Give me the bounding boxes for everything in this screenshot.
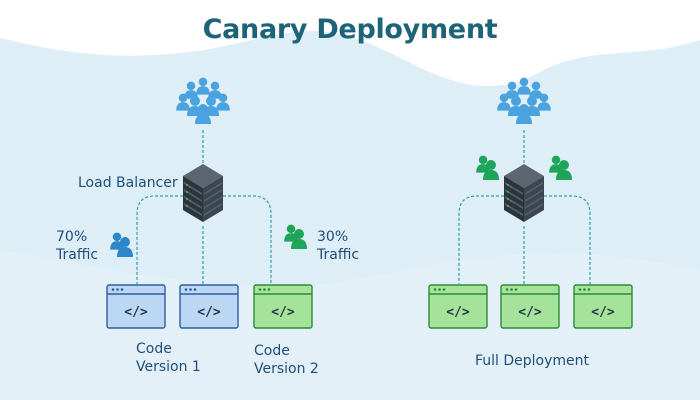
version2-line2: Version 2 — [254, 361, 319, 377]
code-window-version1-b: </> — [179, 284, 239, 329]
full-users-crowd-icon — [497, 78, 551, 124]
full-users-pair-left-icon — [476, 156, 499, 180]
code-glyph: </> — [446, 305, 470, 320]
load-balancer-label: Load Balancer — [78, 175, 178, 191]
version1-label: Code Version 1 — [136, 340, 201, 376]
traffic-left-percent: 70% — [56, 229, 88, 245]
code-glyph: </> — [518, 305, 542, 320]
version2-label: Code Version 2 — [254, 342, 319, 378]
full-code-window-1: </> — [428, 284, 488, 329]
code-glyph: </> — [271, 305, 295, 320]
users-pair-green-icon — [284, 225, 307, 249]
code-glyph: </> — [124, 305, 148, 320]
version1-line1: Code — [136, 341, 172, 357]
traffic-left-word: Traffic — [56, 247, 99, 263]
full-connectors — [458, 130, 591, 284]
users-pair-blue-icon — [110, 233, 133, 257]
traffic-right-word: Traffic — [317, 247, 360, 263]
full-code-window-3: </> — [573, 284, 633, 329]
code-window-version2: </> — [253, 284, 313, 329]
full-deployment-label: Full Deployment — [475, 353, 590, 369]
canary-connectors — [136, 130, 272, 284]
full-users-pair-right-icon — [549, 156, 572, 180]
traffic-right-label: 30% Traffic — [317, 228, 359, 264]
full-code-window-2: </> — [500, 284, 560, 329]
page-title: Canary Deployment — [202, 14, 498, 45]
users-crowd-icon — [176, 78, 230, 124]
code-glyph: </> — [591, 305, 615, 320]
version2-line1: Code — [254, 343, 290, 359]
code-window-version1-a: </> — [106, 284, 166, 329]
full-server-icon — [504, 164, 544, 222]
load-balancer-server-icon — [183, 164, 223, 222]
code-glyph: </> — [197, 305, 221, 320]
traffic-left-label: 70% Traffic — [56, 228, 98, 264]
traffic-right-percent: 30% — [317, 229, 349, 245]
version1-line2: Version 1 — [136, 359, 201, 375]
